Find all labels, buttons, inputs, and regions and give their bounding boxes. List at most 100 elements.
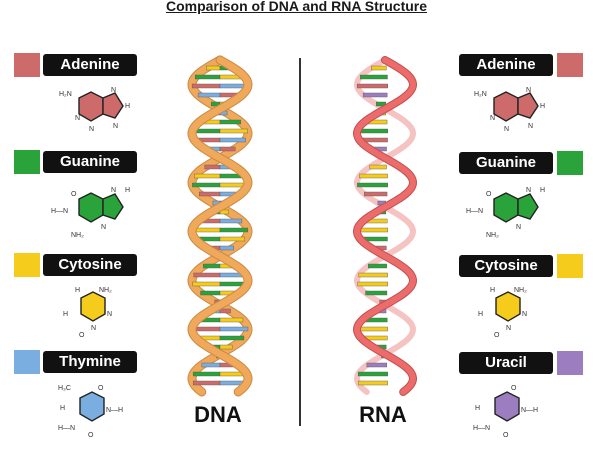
atom-label: N: [528, 123, 533, 130]
atom-label: N: [101, 224, 106, 231]
dna-thymine-label: Thymine: [43, 351, 137, 373]
base-segment: [193, 272, 221, 278]
atom-label: N: [113, 123, 118, 130]
atom-label: H: [540, 187, 545, 194]
base-segment: [357, 182, 388, 188]
rna-backbone-strand: [353, 57, 417, 395]
atom-label: N: [522, 311, 527, 318]
base-segment: [358, 272, 388, 278]
base-segment: [219, 218, 243, 224]
base-segment: [357, 371, 388, 377]
atom-label: NH₂: [514, 287, 527, 294]
rna-adenine-label: Adenine: [459, 54, 553, 76]
atom-label: H: [60, 405, 65, 412]
guanine-molecule-icon: O H H—N N N NH₂: [466, 187, 545, 239]
atom-label: H: [75, 287, 80, 294]
dna-double-helix: [187, 55, 253, 397]
atom-label: NH₂: [486, 232, 499, 239]
atom-label: H: [125, 103, 130, 110]
atom-label: N: [506, 325, 511, 332]
atom-label: N: [111, 87, 116, 94]
atom-label: H₂N: [474, 91, 487, 98]
base-segment: [192, 182, 221, 188]
atom-label: N: [107, 311, 112, 318]
guanine-molecule-icon: O H H—N N N NH₂: [51, 187, 130, 239]
atom-label: O: [486, 191, 492, 198]
base-segment: [206, 65, 221, 71]
dna-cytosine-label: Cytosine: [43, 254, 137, 276]
uracil-molecule-icon: O H N—H H—N O: [473, 385, 538, 439]
cytosine-color-swatch: [557, 254, 583, 278]
atom-label: H: [478, 311, 483, 318]
adenine-molecule-icon: H₂N N H N N N: [59, 87, 130, 133]
base-segment: [371, 65, 387, 71]
atom-label: O: [511, 385, 517, 392]
atom-label: H₂N: [59, 91, 72, 98]
base-segment: [364, 191, 388, 197]
atom-label: O: [98, 385, 104, 392]
base-segment: [204, 164, 221, 170]
rna-single-strand-helix: [352, 56, 418, 396]
cytosine-color-swatch: [14, 253, 40, 277]
guanine-color-swatch: [14, 150, 40, 174]
base-segment: [357, 380, 388, 386]
base-segment: [219, 245, 234, 251]
atom-label: N: [490, 115, 495, 122]
base-segment: [219, 335, 245, 341]
base-segment: [365, 290, 388, 296]
atom-label: NH₂: [99, 287, 112, 294]
base-segment: [357, 281, 388, 287]
base-segment: [356, 326, 388, 332]
page-title: Comparison of DNA and RNA Structure: [165, 0, 428, 14]
adenine-color-swatch: [14, 53, 40, 77]
base-segment: [200, 290, 221, 296]
thymine-color-swatch: [14, 350, 40, 374]
atom-label: N: [89, 126, 94, 133]
base-segment: [199, 191, 221, 197]
base-segment: [192, 281, 221, 287]
atom-label: NH₂: [71, 232, 84, 239]
atom-label: N: [526, 187, 531, 194]
atom-label: H—N: [58, 425, 75, 432]
base-segment: [219, 227, 249, 233]
atom-label: H—N: [466, 208, 483, 215]
dna-guanine-label: Guanine: [43, 151, 137, 173]
atom-label: H—N: [473, 425, 490, 432]
atom-label: O: [503, 432, 509, 439]
atom-label: N: [516, 224, 521, 231]
adenine-color-swatch: [557, 53, 583, 77]
atom-label: H: [490, 287, 495, 294]
atom-label: H₃C: [58, 385, 71, 392]
base-segment: [219, 128, 248, 134]
atom-label: N: [111, 187, 116, 194]
base-segment: [219, 137, 246, 143]
cytosine-molecule-icon: NH₂ H N N H O: [478, 287, 527, 339]
rna-uracil-label: Uracil: [459, 352, 553, 374]
base-segment: [368, 263, 387, 269]
rna-guanine-label: Guanine: [459, 152, 553, 174]
atom-label: H: [475, 405, 480, 412]
base-segment: [219, 326, 249, 332]
base-segment: [366, 362, 388, 368]
base-segment: [369, 164, 387, 170]
atom-label: N: [504, 126, 509, 133]
guanine-color-swatch: [557, 151, 583, 175]
base-segment: [356, 83, 388, 89]
atom-label: O: [88, 432, 94, 439]
atom-label: O: [79, 332, 85, 339]
base-segment: [219, 236, 246, 242]
atom-label: H: [63, 311, 68, 318]
base-segment: [219, 317, 244, 323]
base-segment: [219, 146, 236, 152]
center-divider: [299, 58, 301, 426]
rna-backbone-strand: [353, 57, 417, 395]
base-segment: [191, 83, 221, 89]
base-segment: [194, 74, 221, 80]
base-segment: [194, 173, 221, 179]
atom-label: O: [494, 332, 500, 339]
thymine-molecule-icon: H₃C O H N—H H—N O: [58, 385, 123, 439]
base-segment: [192, 371, 221, 377]
rna-cytosine-label: Cytosine: [459, 255, 553, 277]
atom-label: H—N: [51, 208, 68, 215]
atom-label: O: [71, 191, 77, 198]
